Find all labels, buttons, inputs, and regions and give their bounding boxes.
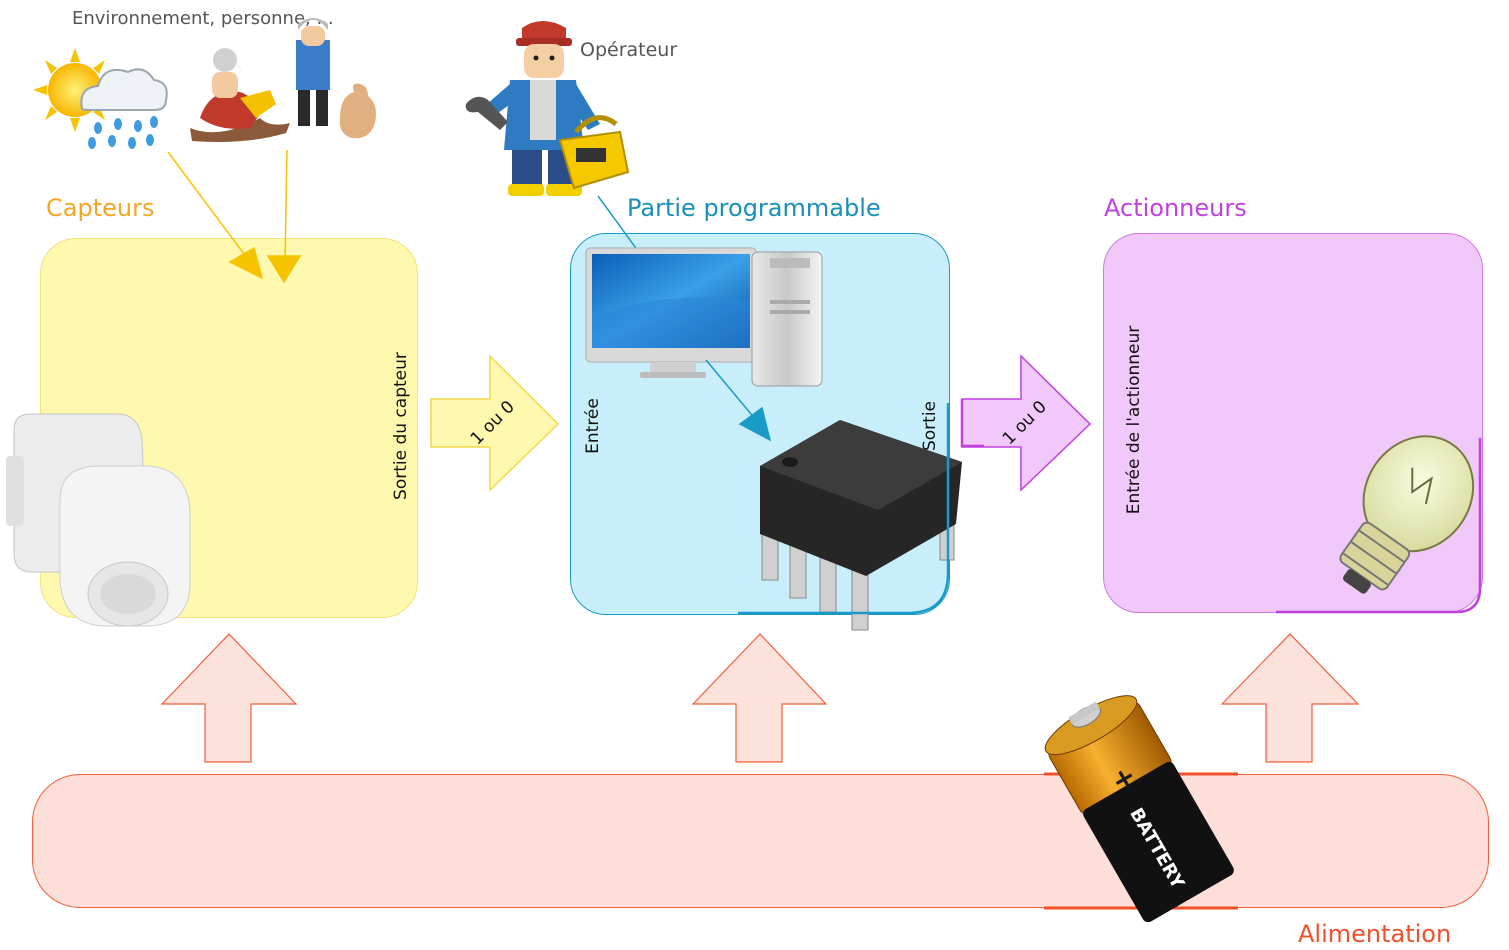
actionneurs-box-accent	[1276, 438, 1482, 614]
power-arrows	[160, 633, 1360, 763]
actionneurs-title: Actionneurs	[1104, 194, 1247, 222]
environment-to-sensor-arrows	[167, 149, 302, 284]
battery-icon	[1044, 695, 1238, 923]
capteurs-title: Capteurs	[46, 194, 155, 222]
computer-icon	[585, 247, 823, 387]
computer-to-chip-arrow	[705, 359, 772, 442]
signal-arrow-capteur	[430, 354, 560, 492]
motion-sensor-icon	[6, 413, 191, 627]
power-arrow-capteurs	[160, 633, 298, 763]
alimentation-bar	[32, 774, 1489, 908]
operator-figure-icon	[465, 21, 630, 196]
environnement-label: Environnement, personne, ...	[72, 8, 334, 29]
programmable-box-accent	[738, 403, 950, 615]
lamp-bulb-icon	[1339, 435, 1475, 594]
signal-arrow-actionneur	[960, 354, 1092, 492]
chip-icon	[760, 420, 962, 631]
alimentation-title: Alimentation	[1298, 920, 1452, 948]
operateur-label: Opérateur	[580, 39, 678, 61]
power-arrow-programmable	[691, 633, 828, 763]
grandparents-toy-icon	[190, 18, 376, 142]
power-arrow-actionneurs	[1220, 633, 1360, 763]
partie-programmable-title: Partie programmable	[627, 194, 881, 222]
sun-cloud-rain-icon	[33, 48, 168, 149]
